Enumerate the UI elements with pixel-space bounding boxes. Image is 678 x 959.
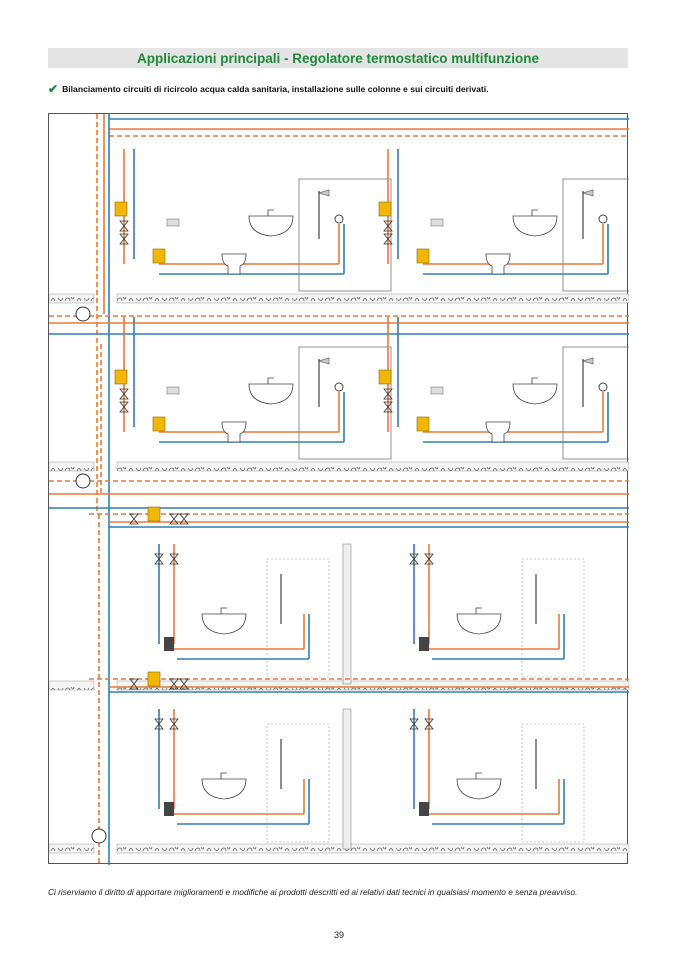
bidet-icon bbox=[221, 253, 247, 275]
intro-text: Bilanciamento circuiti di ricircolo acqu… bbox=[62, 84, 489, 94]
shutoff-valve-icon bbox=[169, 718, 179, 730]
floor-slab bbox=[116, 680, 630, 691]
thermostatic-regulator-icon bbox=[114, 369, 128, 385]
washbasin-icon bbox=[248, 215, 294, 237]
shower-head-icon bbox=[581, 189, 594, 197]
shower-mixer-icon bbox=[334, 382, 344, 392]
thermostatic-regulator-icon bbox=[378, 201, 392, 217]
thermostatic-regulator-icon bbox=[378, 369, 392, 385]
mixing-valve-icon bbox=[164, 637, 174, 651]
washbasin-icon bbox=[456, 778, 502, 800]
shutoff-valve-icon bbox=[383, 233, 393, 245]
shower-area bbox=[266, 558, 330, 678]
mixing-valve-icon bbox=[164, 802, 174, 816]
shutoff-valve-icon bbox=[169, 553, 179, 565]
shutoff-valve-icon bbox=[409, 553, 419, 565]
shower-area bbox=[266, 723, 330, 843]
faucet-icon bbox=[267, 377, 274, 384]
thermostatic-regulator-icon bbox=[147, 671, 161, 687]
bidet-icon bbox=[485, 421, 511, 443]
faucet-icon bbox=[267, 209, 274, 216]
mixing-valve-icon bbox=[419, 637, 429, 651]
pump-icon bbox=[75, 306, 91, 322]
thermostatic-regulator-icon bbox=[416, 416, 430, 432]
floor-slab bbox=[48, 843, 95, 854]
shutoff-valve-icon bbox=[129, 513, 139, 525]
plumbing-schematic bbox=[48, 114, 634, 865]
wall-divider bbox=[342, 708, 352, 850]
shower-head-icon bbox=[317, 189, 330, 197]
washbasin-icon bbox=[456, 613, 502, 635]
shutoff-valve-icon bbox=[179, 678, 189, 690]
floor-slab bbox=[48, 461, 95, 472]
shutoff-valve-icon bbox=[119, 388, 129, 400]
page-title: Applicazioni principali - Regolatore ter… bbox=[136, 50, 540, 66]
shower-area bbox=[521, 723, 585, 843]
shutoff-valve-icon bbox=[424, 553, 434, 565]
faucet-icon bbox=[475, 607, 482, 614]
thermostatic-regulator-icon bbox=[147, 506, 161, 522]
thermostat-display bbox=[166, 218, 180, 227]
shutoff-valve-icon bbox=[119, 233, 129, 245]
bidet-icon bbox=[221, 421, 247, 443]
floor-slab bbox=[116, 293, 630, 304]
shutoff-valve-icon bbox=[154, 718, 164, 730]
thermostatic-regulator-icon bbox=[152, 416, 166, 432]
pump-icon bbox=[75, 473, 91, 489]
mixing-valve-icon bbox=[419, 802, 429, 816]
shutoff-valve-icon bbox=[424, 718, 434, 730]
shutoff-valve-icon bbox=[383, 401, 393, 413]
wall-divider bbox=[342, 543, 352, 685]
washbasin-icon bbox=[512, 383, 558, 405]
check-icon: ✔ bbox=[48, 82, 59, 96]
shutoff-valve-icon bbox=[129, 678, 139, 690]
washbasin-icon bbox=[248, 383, 294, 405]
shutoff-valve-icon bbox=[169, 678, 179, 690]
faucet-icon bbox=[220, 607, 227, 614]
disclaimer: Ci riserviamo il diritto di apportare mi… bbox=[48, 887, 578, 897]
shutoff-valve-icon bbox=[409, 718, 419, 730]
thermostatic-regulator-icon bbox=[416, 248, 430, 264]
washbasin-icon bbox=[512, 215, 558, 237]
shutoff-valve-icon bbox=[119, 401, 129, 413]
shutoff-valve-icon bbox=[383, 388, 393, 400]
shutoff-valve-icon bbox=[154, 553, 164, 565]
thermostatic-regulator-icon bbox=[114, 201, 128, 217]
faucet-icon bbox=[531, 377, 538, 384]
floor-slab bbox=[116, 843, 630, 854]
thermostat-display bbox=[430, 386, 444, 395]
intro-line: ✔ Bilanciamento circuiti di ricircolo ac… bbox=[48, 82, 489, 96]
washbasin-icon bbox=[201, 613, 247, 635]
shower-mixer-icon bbox=[334, 214, 344, 224]
shower-head-icon bbox=[317, 357, 330, 365]
thermostat-display bbox=[430, 218, 444, 227]
title-bar: Applicazioni principali - Regolatore ter… bbox=[48, 48, 628, 68]
thermostatic-regulator-icon bbox=[152, 248, 166, 264]
washbasin-icon bbox=[201, 778, 247, 800]
floor-slab bbox=[48, 293, 95, 304]
shutoff-valve-icon bbox=[179, 513, 189, 525]
floor-slab bbox=[116, 461, 630, 472]
page-number: 39 bbox=[333, 930, 344, 940]
shower-head-icon bbox=[581, 357, 594, 365]
shutoff-valve-icon bbox=[119, 220, 129, 232]
shutoff-valve-icon bbox=[169, 513, 179, 525]
faucet-icon bbox=[475, 772, 482, 779]
plumbing-diagram bbox=[48, 113, 634, 865]
floor-slab bbox=[48, 680, 95, 691]
shower-mixer-icon bbox=[598, 214, 608, 224]
bidet-icon bbox=[485, 253, 511, 275]
thermostat-display bbox=[166, 386, 180, 395]
faucet-icon bbox=[531, 209, 538, 216]
shower-mixer-icon bbox=[598, 382, 608, 392]
pump-icon bbox=[91, 828, 107, 844]
shower-area bbox=[521, 558, 585, 678]
shutoff-valve-icon bbox=[383, 220, 393, 232]
faucet-icon bbox=[220, 772, 227, 779]
